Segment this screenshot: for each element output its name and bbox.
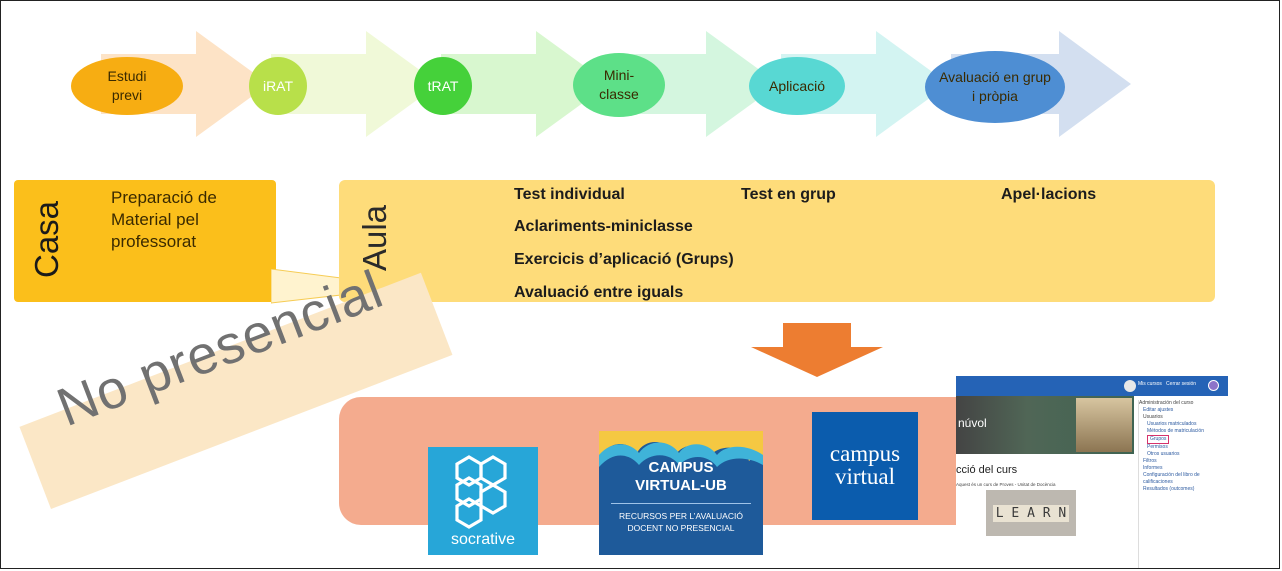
step-label: Aplicació	[768, 77, 826, 94]
campus-ub-line1: CAMPUS	[648, 459, 714, 476]
moodle-learn-image: L E A R N	[986, 490, 1076, 536]
campus-ub-line4: DOCENT NO PRESENCIAL	[627, 523, 735, 533]
campus-ub-line3: RECURSOS PER L’AVALUACIÓ	[619, 511, 743, 521]
moodle-header-links[interactable]: Mis cursos Cerrar sesión	[1138, 381, 1197, 387]
casa-box	[14, 180, 276, 302]
step-arrow-3	[441, 31, 609, 137]
campus-virtual-ub-card[interactable]: CAMPUS VIRTUAL-UB RECURSOS PER L’AVALUAC…	[599, 431, 763, 555]
step-bubble-trat: tRAT	[414, 57, 472, 115]
moodle-header	[956, 376, 1228, 396]
step-arrow-5-shape	[781, 31, 949, 137]
step-arrow-5	[781, 31, 949, 137]
step-bubble-avaluacio: Avaluació en grup i pròpia	[925, 51, 1065, 123]
casa-description: Preparació de Material pel professorat	[111, 188, 217, 251]
campus-virtual-line2: virtual	[834, 464, 896, 489]
user-menu-icon[interactable]	[1208, 380, 1219, 391]
sidebar-item[interactable]: Informes	[1143, 465, 1163, 471]
step-arrow-4	[611, 31, 779, 137]
socrative-label: socrative	[450, 531, 516, 548]
moodle-sidebar: Administración del curso Editar ajustes …	[1138, 400, 1227, 568]
aula-item-test-grup: Test en grup	[741, 186, 836, 203]
moodle-banner-photo	[1076, 398, 1132, 452]
step-bubble-estudi-previ: Estudi previ	[71, 57, 183, 115]
step-bubble-irat: iRAT	[249, 57, 307, 115]
sidebar-item[interactable]: Resultados (outcomes)	[1143, 486, 1195, 492]
step-arrow-2	[271, 31, 439, 137]
moodle-banner-text: núvol	[958, 416, 987, 430]
cloud-decoration-icon	[599, 431, 763, 467]
sidebar-item[interactable]: Métodos de matriculación	[1147, 428, 1204, 434]
sidebar-item[interactable]: Usuarios	[1143, 414, 1163, 420]
sidebar-item-highlight[interactable]: Grupos	[1147, 435, 1170, 444]
moodle-course-line: Aquest és un curs de Proves - Unitat de …	[956, 482, 1056, 487]
campus-virtual-logo[interactable]: campus virtual	[812, 412, 918, 520]
step-arrow-4-shape	[611, 31, 779, 137]
moodle-section-title: cció del curs	[956, 464, 1018, 476]
sidebar-item[interactable]: Permisos	[1147, 444, 1168, 450]
aula-item-aclariments: Aclariments-miniclasse	[514, 218, 693, 235]
aula-item-avaluacio: Avaluació entre iguals	[514, 284, 684, 301]
avatar	[1124, 380, 1136, 392]
sidebar-item[interactable]: Administración del curso	[1139, 400, 1194, 406]
step-bubble-aplicacio: Aplicació	[749, 57, 845, 115]
step-label: Avaluació en grup i pròpia	[939, 69, 1051, 104]
step-label: tRAT	[427, 77, 459, 94]
sidebar-item[interactable]: Usuarios matriculados	[1147, 421, 1197, 427]
sidebar-item[interactable]: Filtros	[1143, 458, 1157, 464]
step-label: Estudi previ	[107, 68, 147, 103]
step-label: Mini-classe	[599, 67, 639, 102]
down-arrow	[751, 323, 883, 377]
moodle-screenshot[interactable]: Mis cursos Cerrar sesión núvol cció del …	[956, 376, 1228, 568]
step-arrow-2-shape	[271, 31, 439, 137]
aula-box	[339, 180, 1215, 302]
campus-virtual-line1: campus	[829, 441, 901, 466]
socrative-logo[interactable]: socrative	[428, 447, 538, 555]
campus-ub-divider	[611, 503, 751, 504]
aula-item-apelacions: Apel·lacions	[1001, 186, 1097, 203]
casa-title: Casa	[28, 200, 65, 278]
aula-item-test-individual: Test individual	[514, 186, 625, 203]
sidebar-item[interactable]: Editar ajustes	[1143, 407, 1174, 413]
hexagon-network-icon	[455, 455, 507, 529]
sidebar-item[interactable]: Configuración del libro de calificacione…	[1143, 472, 1200, 485]
sidebar-item[interactable]: Otros usuarios	[1147, 451, 1180, 457]
step-label: iRAT	[262, 77, 294, 94]
step-bubble-mini-classe: Mini-classe	[573, 53, 665, 117]
moodle-word-tiles: L E A R N	[992, 504, 1070, 522]
campus-ub-line2: VIRTUAL-UB	[635, 477, 727, 494]
aula-item-exercicis: Exercicis d’aplicació (Grups)	[514, 251, 734, 268]
step-arrow-3-shape	[441, 31, 609, 137]
